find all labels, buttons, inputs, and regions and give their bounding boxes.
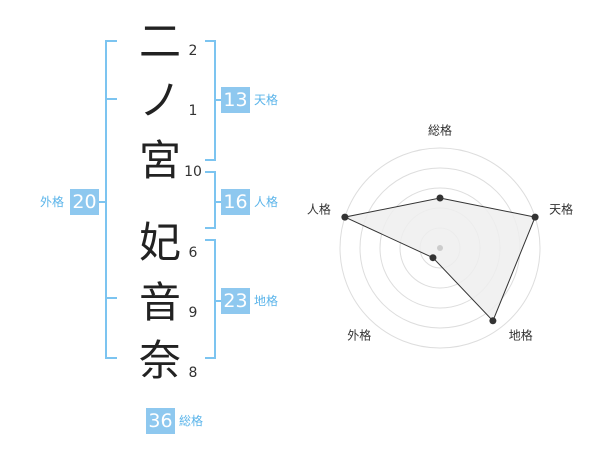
- name-char-1: 二: [138, 17, 181, 66]
- radar-grid-ring: [339, 147, 541, 349]
- tenkaku-label: 天格: [254, 93, 279, 107]
- radar-axis-label-1: 総格: [427, 123, 453, 138]
- radar-axis-label-4: 外格: [347, 328, 372, 343]
- chikaku-label: 地格: [254, 294, 279, 308]
- name-char-3: 宮: [138, 136, 181, 185]
- radar-point-5: [341, 213, 349, 221]
- soukaku-label: 総格: [179, 414, 204, 428]
- stroke-count-2: 1: [188, 103, 198, 119]
- radar-center-dot: [437, 245, 443, 251]
- soukaku-value-badge: 36: [146, 408, 175, 434]
- jinkaku-value-badge: 16: [221, 189, 250, 215]
- radar-axis-label-5: 人格: [306, 202, 331, 217]
- gaikaku-value-badge: 20: [70, 189, 99, 215]
- tenkaku-value-badge: 13: [221, 87, 250, 113]
- jinkaku-bracket: [205, 171, 216, 229]
- gaikaku-label: 外格: [40, 195, 65, 209]
- stroke-count-3: 10: [184, 164, 202, 180]
- stroke-count-1: 2: [188, 43, 198, 59]
- name-char-5: 音: [138, 278, 181, 327]
- radar-point-4: [429, 254, 437, 262]
- stroke-count-6: 8: [188, 365, 198, 381]
- stroke-count-4: 6: [188, 245, 198, 261]
- stroke-count-5: 9: [188, 305, 198, 321]
- jinkaku-label: 人格: [254, 195, 279, 209]
- name-char-2: ノ: [138, 76, 181, 125]
- radar-axis-label-2: 天格: [549, 202, 574, 217]
- chikaku-value-badge: 23: [221, 288, 250, 314]
- radar-value-polygon: [343, 197, 536, 322]
- name-char-4: 妃: [138, 218, 181, 267]
- radar-point-1: [436, 194, 444, 202]
- radar-axis-label-3: 地格: [508, 328, 533, 343]
- gaikaku-bracket: [105, 40, 117, 359]
- chikaku-bracket: [205, 239, 216, 359]
- name-char-6: 奈: [138, 336, 181, 385]
- radar-point-3: [489, 317, 497, 325]
- radar-point-2: [531, 213, 539, 221]
